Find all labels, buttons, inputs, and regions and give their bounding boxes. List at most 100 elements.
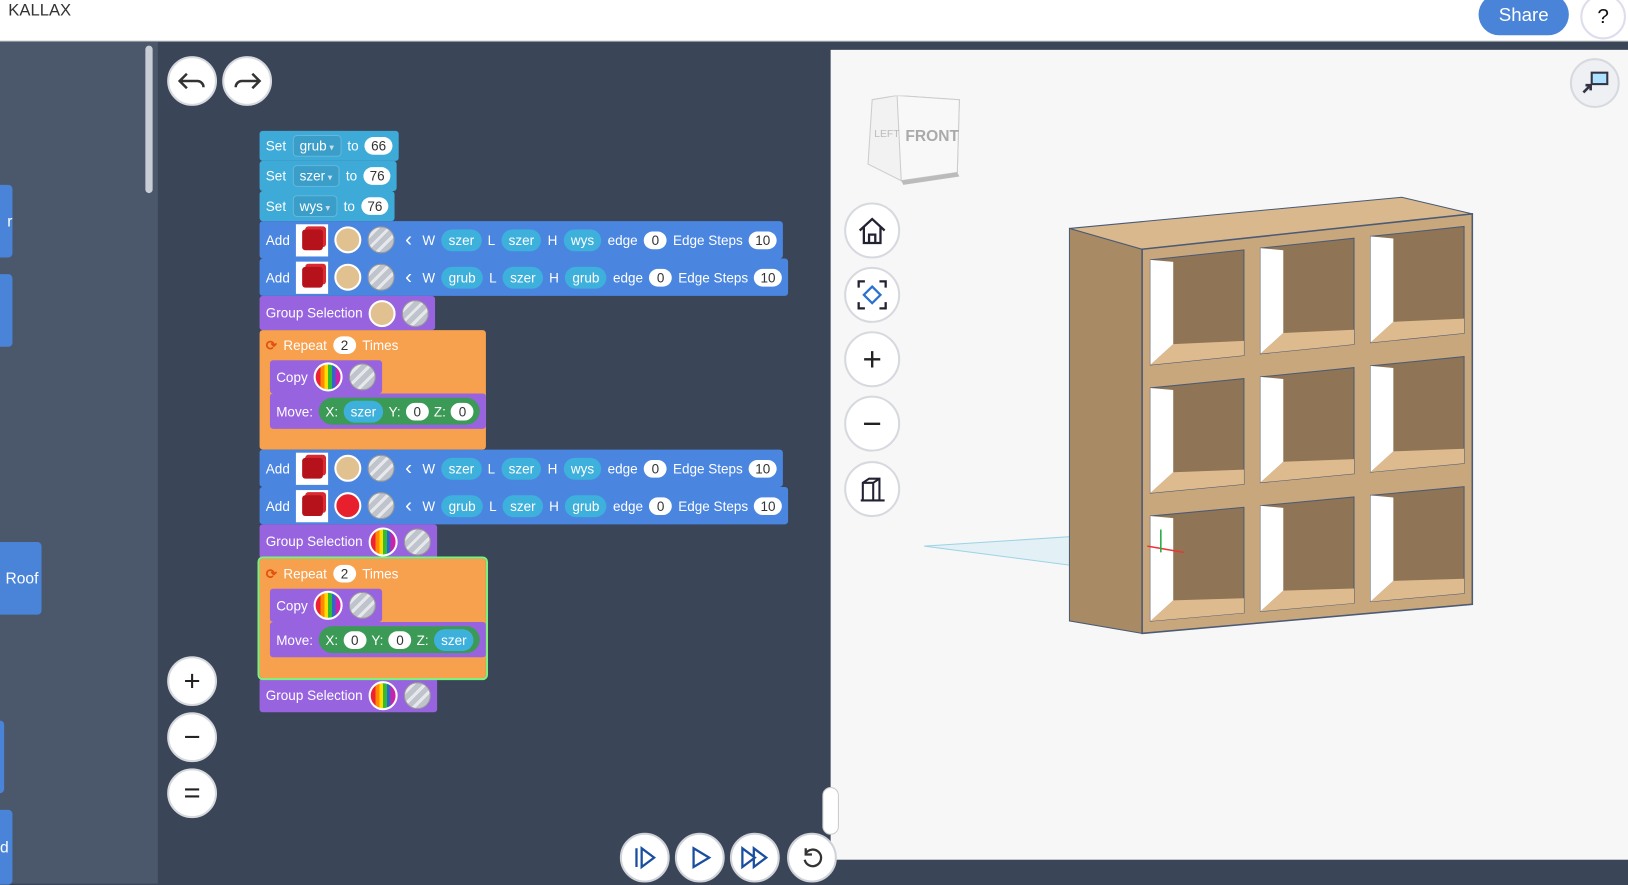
home-view-button[interactable] <box>844 202 901 259</box>
set-block[interactable]: Setszerto76 <box>259 160 398 192</box>
number-input[interactable]: 0 <box>643 231 667 249</box>
view-zoom-out-button[interactable]: − <box>844 395 901 452</box>
nav-cube[interactable]: FRONT LEFT <box>866 95 965 189</box>
sidebar-scrollbar[interactable] <box>145 45 153 194</box>
material-swatch[interactable] <box>349 363 377 391</box>
copy-block[interactable]: Copy <box>269 360 383 394</box>
collapse-chevron-icon[interactable]: ‹ <box>405 227 413 251</box>
shape-picker[interactable] <box>296 261 329 294</box>
variable-pill[interactable]: grub <box>565 266 607 289</box>
material-swatch[interactable] <box>404 527 432 555</box>
variable-pill[interactable]: wys <box>563 228 602 251</box>
shape-picker[interactable] <box>296 489 329 522</box>
set-block[interactable]: Setgrubto66 <box>259 130 399 161</box>
number-input[interactable]: 10 <box>754 268 782 287</box>
sidebar-tab[interactable]: d <box>0 809 13 885</box>
sidebar-tab[interactable] <box>0 274 13 347</box>
copy-block[interactable]: Copy <box>269 588 383 622</box>
redo-button[interactable] <box>222 56 273 106</box>
color-swatch[interactable] <box>334 492 362 520</box>
number-input[interactable]: 0 <box>451 402 474 420</box>
number-input[interactable]: 0 <box>643 459 667 478</box>
number-input[interactable]: 66 <box>364 137 393 155</box>
multicolor-swatch[interactable] <box>368 526 398 557</box>
variable-pill[interactable]: szer <box>433 628 474 651</box>
variable-pill[interactable]: grub <box>565 494 607 517</box>
number-input[interactable]: 10 <box>749 231 777 249</box>
number-input[interactable]: 0 <box>343 630 367 649</box>
repeat-count-input[interactable]: 2 <box>333 336 356 355</box>
number-input[interactable]: 10 <box>749 459 777 478</box>
grp-block[interactable]: Group Selection <box>259 678 438 713</box>
sidebar-tab[interactable] <box>0 720 5 794</box>
number-input[interactable]: 76 <box>363 167 391 185</box>
variable-dropdown[interactable]: szer <box>292 165 340 187</box>
variable-pill[interactable]: szer <box>441 457 482 480</box>
variable-dropdown[interactable]: wys <box>292 195 338 218</box>
number-input[interactable]: 0 <box>649 268 673 287</box>
grp-block[interactable]: Group Selection <box>259 295 436 331</box>
color-swatch[interactable] <box>334 226 362 254</box>
shape-picker[interactable] <box>296 452 329 485</box>
material-swatch[interactable] <box>367 226 395 254</box>
number-input[interactable]: 0 <box>405 402 429 420</box>
help-button[interactable]: ? <box>1580 0 1626 40</box>
variable-dropdown[interactable]: grub <box>292 134 342 157</box>
material-swatch[interactable] <box>349 591 377 619</box>
share-button[interactable]: Share <box>1478 0 1569 36</box>
variable-pill[interactable]: szer <box>501 228 542 251</box>
grp-block[interactable]: Group Selection <box>259 524 438 559</box>
play-button[interactable] <box>674 832 725 883</box>
variable-pill[interactable]: grub <box>441 266 483 289</box>
number-input[interactable]: 0 <box>649 496 673 515</box>
workspace-reset-zoom-button[interactable]: = <box>167 768 218 819</box>
repeat-count-input[interactable]: 2 <box>333 564 356 583</box>
sidebar-tab[interactable]: r <box>0 184 13 258</box>
variable-pill[interactable]: szer <box>502 494 543 517</box>
workspace-zoom-out-button[interactable]: − <box>167 712 218 763</box>
set-block[interactable]: Setwysto76 <box>259 191 395 222</box>
projection-button[interactable] <box>844 461 901 518</box>
multicolor-swatch[interactable] <box>313 590 344 620</box>
color-swatch[interactable] <box>334 263 362 291</box>
color-swatch[interactable] <box>368 299 396 327</box>
shape-picker[interactable] <box>296 223 329 256</box>
number-input[interactable]: 76 <box>361 197 389 215</box>
collapse-chevron-icon[interactable]: ‹ <box>405 493 413 517</box>
sidebar-tab-roof[interactable]: Roof <box>0 541 42 615</box>
workspace-zoom-in-button[interactable]: + <box>167 656 218 707</box>
multicolor-swatch[interactable] <box>368 680 398 710</box>
multicolor-swatch[interactable] <box>313 362 344 392</box>
material-swatch[interactable] <box>402 299 430 327</box>
step-button[interactable] <box>619 832 670 883</box>
variable-pill[interactable]: grub <box>441 494 483 517</box>
collapse-chevron-icon[interactable]: ‹ <box>405 456 413 480</box>
variable-pill[interactable]: szer <box>501 457 542 480</box>
variable-pill[interactable]: wys <box>563 457 602 480</box>
undo-button[interactable] <box>167 56 218 106</box>
color-swatch[interactable] <box>334 454 362 482</box>
panel-resize-handle[interactable] <box>822 787 839 835</box>
fullscreen-button[interactable] <box>1569 58 1620 108</box>
project-title[interactable]: KALLAX <box>8 2 72 20</box>
material-swatch[interactable] <box>404 681 432 709</box>
fit-view-button[interactable] <box>844 266 901 323</box>
fast-forward-button[interactable] <box>729 832 780 883</box>
collapse-chevron-icon[interactable]: ‹ <box>405 265 413 289</box>
variable-pill[interactable]: szer <box>343 400 384 423</box>
variable-pill[interactable]: szer <box>441 228 482 251</box>
variable-pill[interactable]: szer <box>502 266 543 289</box>
3d-model-kallax-shelf[interactable] <box>831 50 1628 860</box>
material-swatch[interactable] <box>367 263 395 291</box>
reset-button[interactable] <box>787 832 837 883</box>
material-swatch[interactable] <box>367 454 395 482</box>
number-input[interactable]: 0 <box>388 630 412 649</box>
